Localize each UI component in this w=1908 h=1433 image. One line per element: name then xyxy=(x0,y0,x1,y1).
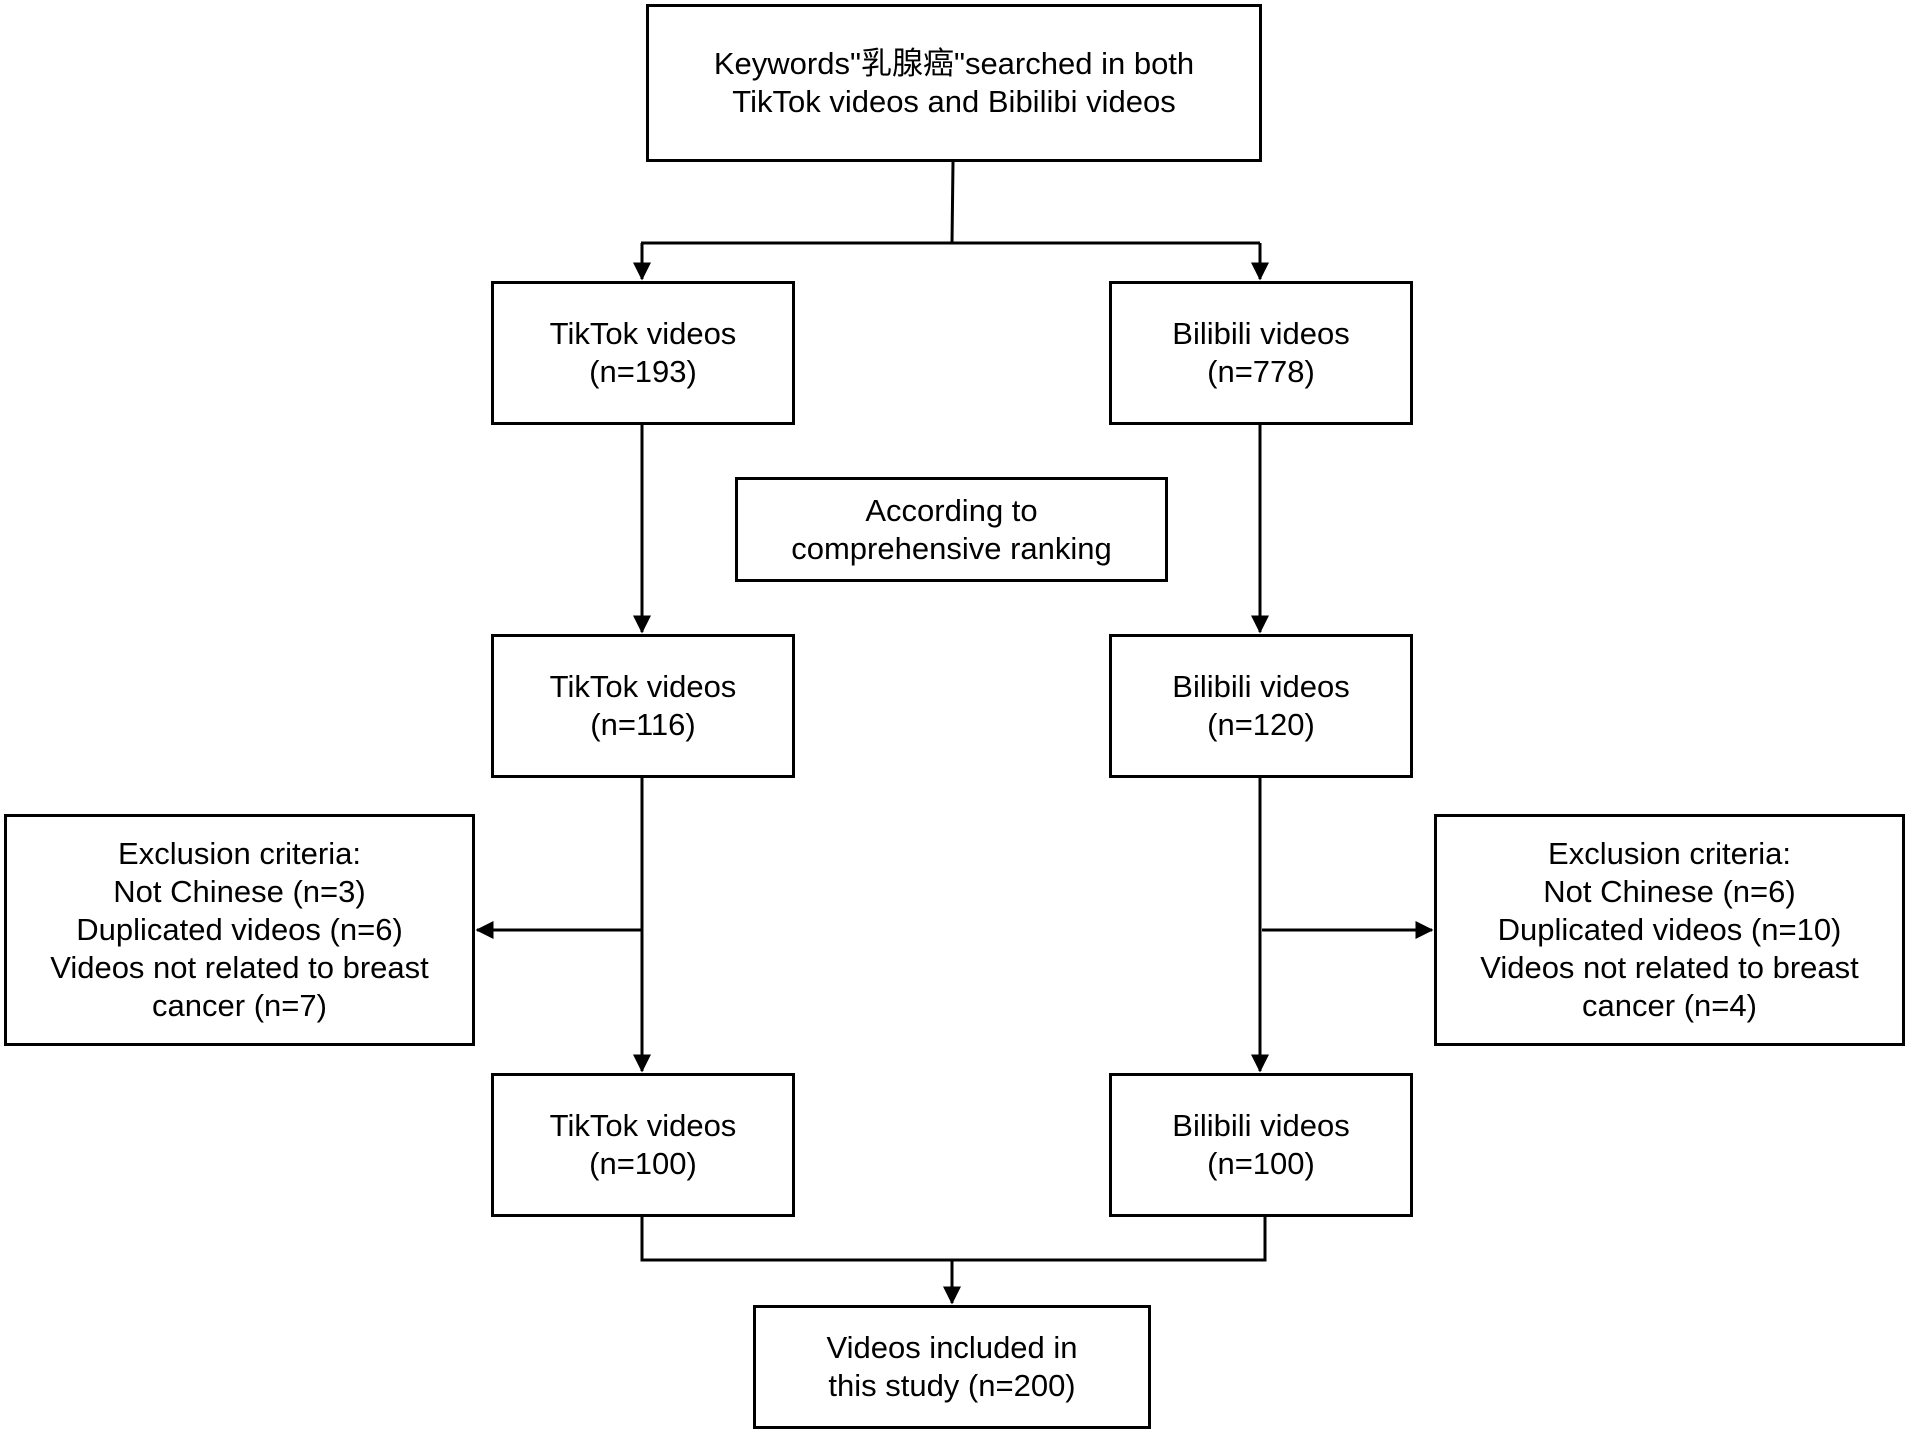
tiktok-exclusion-unrelated-count: cancer (n=7) xyxy=(152,988,327,1023)
included-line-2: this study (n=200) xyxy=(828,1368,1076,1403)
ranking-line-2: comprehensive ranking xyxy=(791,530,1112,566)
bilibili-final-box: Bilibili videos (n=100) xyxy=(1109,1073,1413,1217)
keywords-stem-line xyxy=(950,161,955,244)
bilibili-ranked-box: Bilibili videos (n=120) xyxy=(1109,634,1413,778)
keywords-line-2: TikTok videos and Bibilibi videos xyxy=(732,84,1176,119)
tiktok-exclusion-unrelated: Videos not related to breast xyxy=(50,950,429,985)
ranking-line-1: According to xyxy=(865,492,1038,528)
bilibili-initial-count: (n=778) xyxy=(1207,354,1315,389)
bilibili-ranked-count: (n=120) xyxy=(1207,707,1315,742)
tiktok-ranked-box: TikTok videos (n=116) xyxy=(491,634,795,778)
tiktok-ranked-count: (n=116) xyxy=(590,707,696,742)
merge-bracket-line xyxy=(640,1217,1267,1262)
bilibili-ranked-label: Bilibili videos xyxy=(1172,669,1350,704)
included-videos-box: Videos included in this study (n=200) xyxy=(753,1305,1151,1429)
bilibili-exclusion-unrelated: Videos not related to breast xyxy=(1480,950,1859,985)
bilibili-final-count: (n=100) xyxy=(1207,1146,1315,1181)
tiktok-exclusion-heading: Exclusion criteria: xyxy=(118,836,361,871)
tiktok-exclusion-box: Exclusion criteria: Not Chinese (n=3) Du… xyxy=(4,814,475,1046)
tiktok-initial-count: (n=193) xyxy=(589,354,697,389)
bilibili-exclusion-not-chinese: Not Chinese (n=6) xyxy=(1543,874,1796,909)
bilibili-exclusion-heading: Exclusion criteria: xyxy=(1548,836,1791,871)
tiktok-ranked-label: TikTok videos xyxy=(549,669,737,704)
bilibili-final-label: Bilibili videos xyxy=(1172,1108,1350,1143)
tiktok-final-label: TikTok videos xyxy=(549,1108,737,1143)
ranking-criteria-box: According to comprehensive ranking xyxy=(735,477,1168,582)
included-line-1: Videos included in xyxy=(826,1330,1078,1365)
bilibili-exclusion-duplicated: Duplicated videos (n=10) xyxy=(1497,912,1842,947)
bilibili-initial-label: Bilibili videos xyxy=(1172,316,1350,351)
tiktok-exclusion-duplicated: Duplicated videos (n=6) xyxy=(76,912,403,947)
bilibili-exclusion-box: Exclusion criteria: Not Chinese (n=6) Du… xyxy=(1434,814,1905,1046)
keywords-line-1: Keywords"乳腺癌"searched in both xyxy=(713,46,1195,81)
tiktok-final-count: (n=100) xyxy=(589,1146,697,1181)
bilibili-exclusion-unrelated-count: cancer (n=4) xyxy=(1582,988,1757,1023)
tiktok-final-box: TikTok videos (n=100) xyxy=(491,1073,795,1217)
tiktok-exclusion-not-chinese: Not Chinese (n=3) xyxy=(113,874,366,909)
keywords-search-box: Keywords"乳腺癌"searched in both TikTok vid… xyxy=(646,4,1262,162)
bilibili-initial-box: Bilibili videos (n=778) xyxy=(1109,281,1413,425)
tiktok-initial-label: TikTok videos xyxy=(549,316,737,351)
tiktok-initial-box: TikTok videos (n=193) xyxy=(491,281,795,425)
